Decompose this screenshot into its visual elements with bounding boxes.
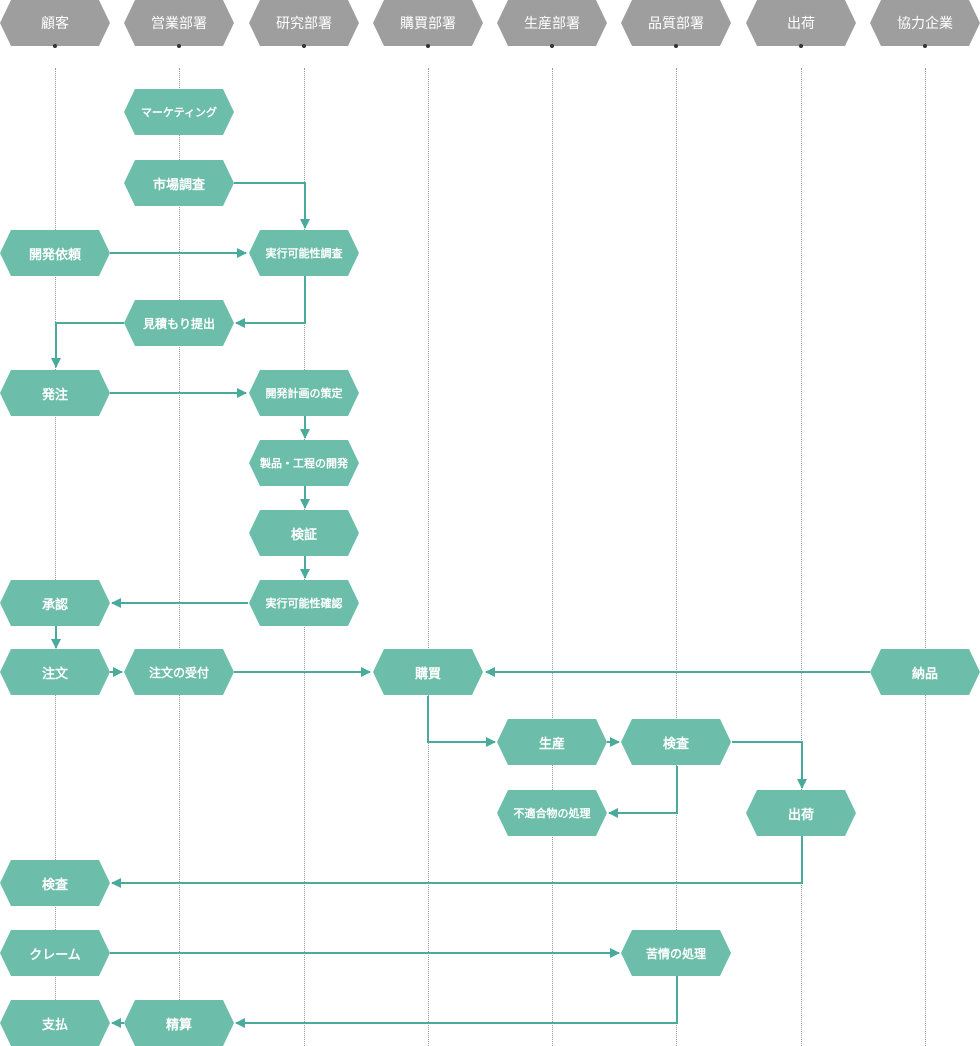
node-quote: 見積もり提出 [124,300,234,346]
lane-line-customer [55,68,56,1046]
arrow-purchasing-to-production [427,696,496,747]
arrow-quote-to-order [51,322,124,368]
node-dev-request: 開発依頼 [0,230,110,276]
lane-marker [302,44,306,48]
lane-header-sales: 営業部署 [124,0,234,46]
lane-header-purchasing: 購買部署 [373,0,483,46]
node-production: 生産 [497,719,607,765]
lane-marker [53,44,57,48]
node-complaint-handling: 苦情の処理 [621,930,731,976]
node-market-research: 市場調査 [124,160,234,206]
lane-header-partner: 協力企業 [870,0,980,46]
lane-marker [674,44,678,48]
node-payment: 支払 [0,1000,110,1046]
lane-marker [426,44,430,48]
lane-line-sales [179,68,180,1046]
lane-header-quality: 品質部署 [621,0,731,46]
node-delivery: 納品 [870,649,980,695]
lane-header-customer: 顧客 [0,0,110,46]
node-nonconforming: 不適合物の処理 [497,790,607,836]
lane-line-production [552,68,553,1046]
lane-marker [923,44,927,48]
node-settlement: 精算 [124,1000,234,1046]
node-feasibility-confirm: 実行可能性確認 [249,580,359,626]
node-dev-plan: 開発計画の策定 [249,370,359,416]
node-approval: 承認 [0,580,110,626]
arrow-inspection-to-nonconforming [608,766,678,818]
node-purchasing: 購買 [373,649,483,695]
arrow-feasibility-to-quote [235,276,306,328]
lane-marker [177,44,181,48]
node-feasibility-study: 実行可能性調査 [249,230,359,276]
lane-header-production: 生産部署 [497,0,607,46]
node-customer-inspection: 検査 [0,860,110,906]
node-verification: 検証 [249,510,359,556]
lane-header-research: 研究部署 [249,0,359,46]
node-quality-inspection: 検査 [621,719,731,765]
node-shipping: 出荷 [746,790,856,836]
lane-line-partner [925,68,926,1046]
node-marketing: マーケティング [124,89,234,135]
arrow-inspection-to-shipping [732,741,807,789]
node-order-placed: 発注 [0,370,110,416]
arrow-research-to-feasibility [234,182,310,229]
node-product-process-dev: 製品・工程の開発 [249,440,359,486]
lane-marker [799,44,803,48]
arrow-shipping-to-customer-inspection [111,836,803,888]
lane-line-quality [676,68,677,1046]
lane-header-shipping: 出荷 [746,0,856,46]
node-claim: クレーム [0,930,110,976]
lane-line-shipping [801,68,802,1046]
node-customer-order: 注文 [0,649,110,695]
arrow-complaint-to-settlement [235,976,678,1028]
lane-marker [550,44,554,48]
node-order-receipt: 注文の受付 [124,649,234,695]
lane-line-purchasing [428,68,429,1046]
